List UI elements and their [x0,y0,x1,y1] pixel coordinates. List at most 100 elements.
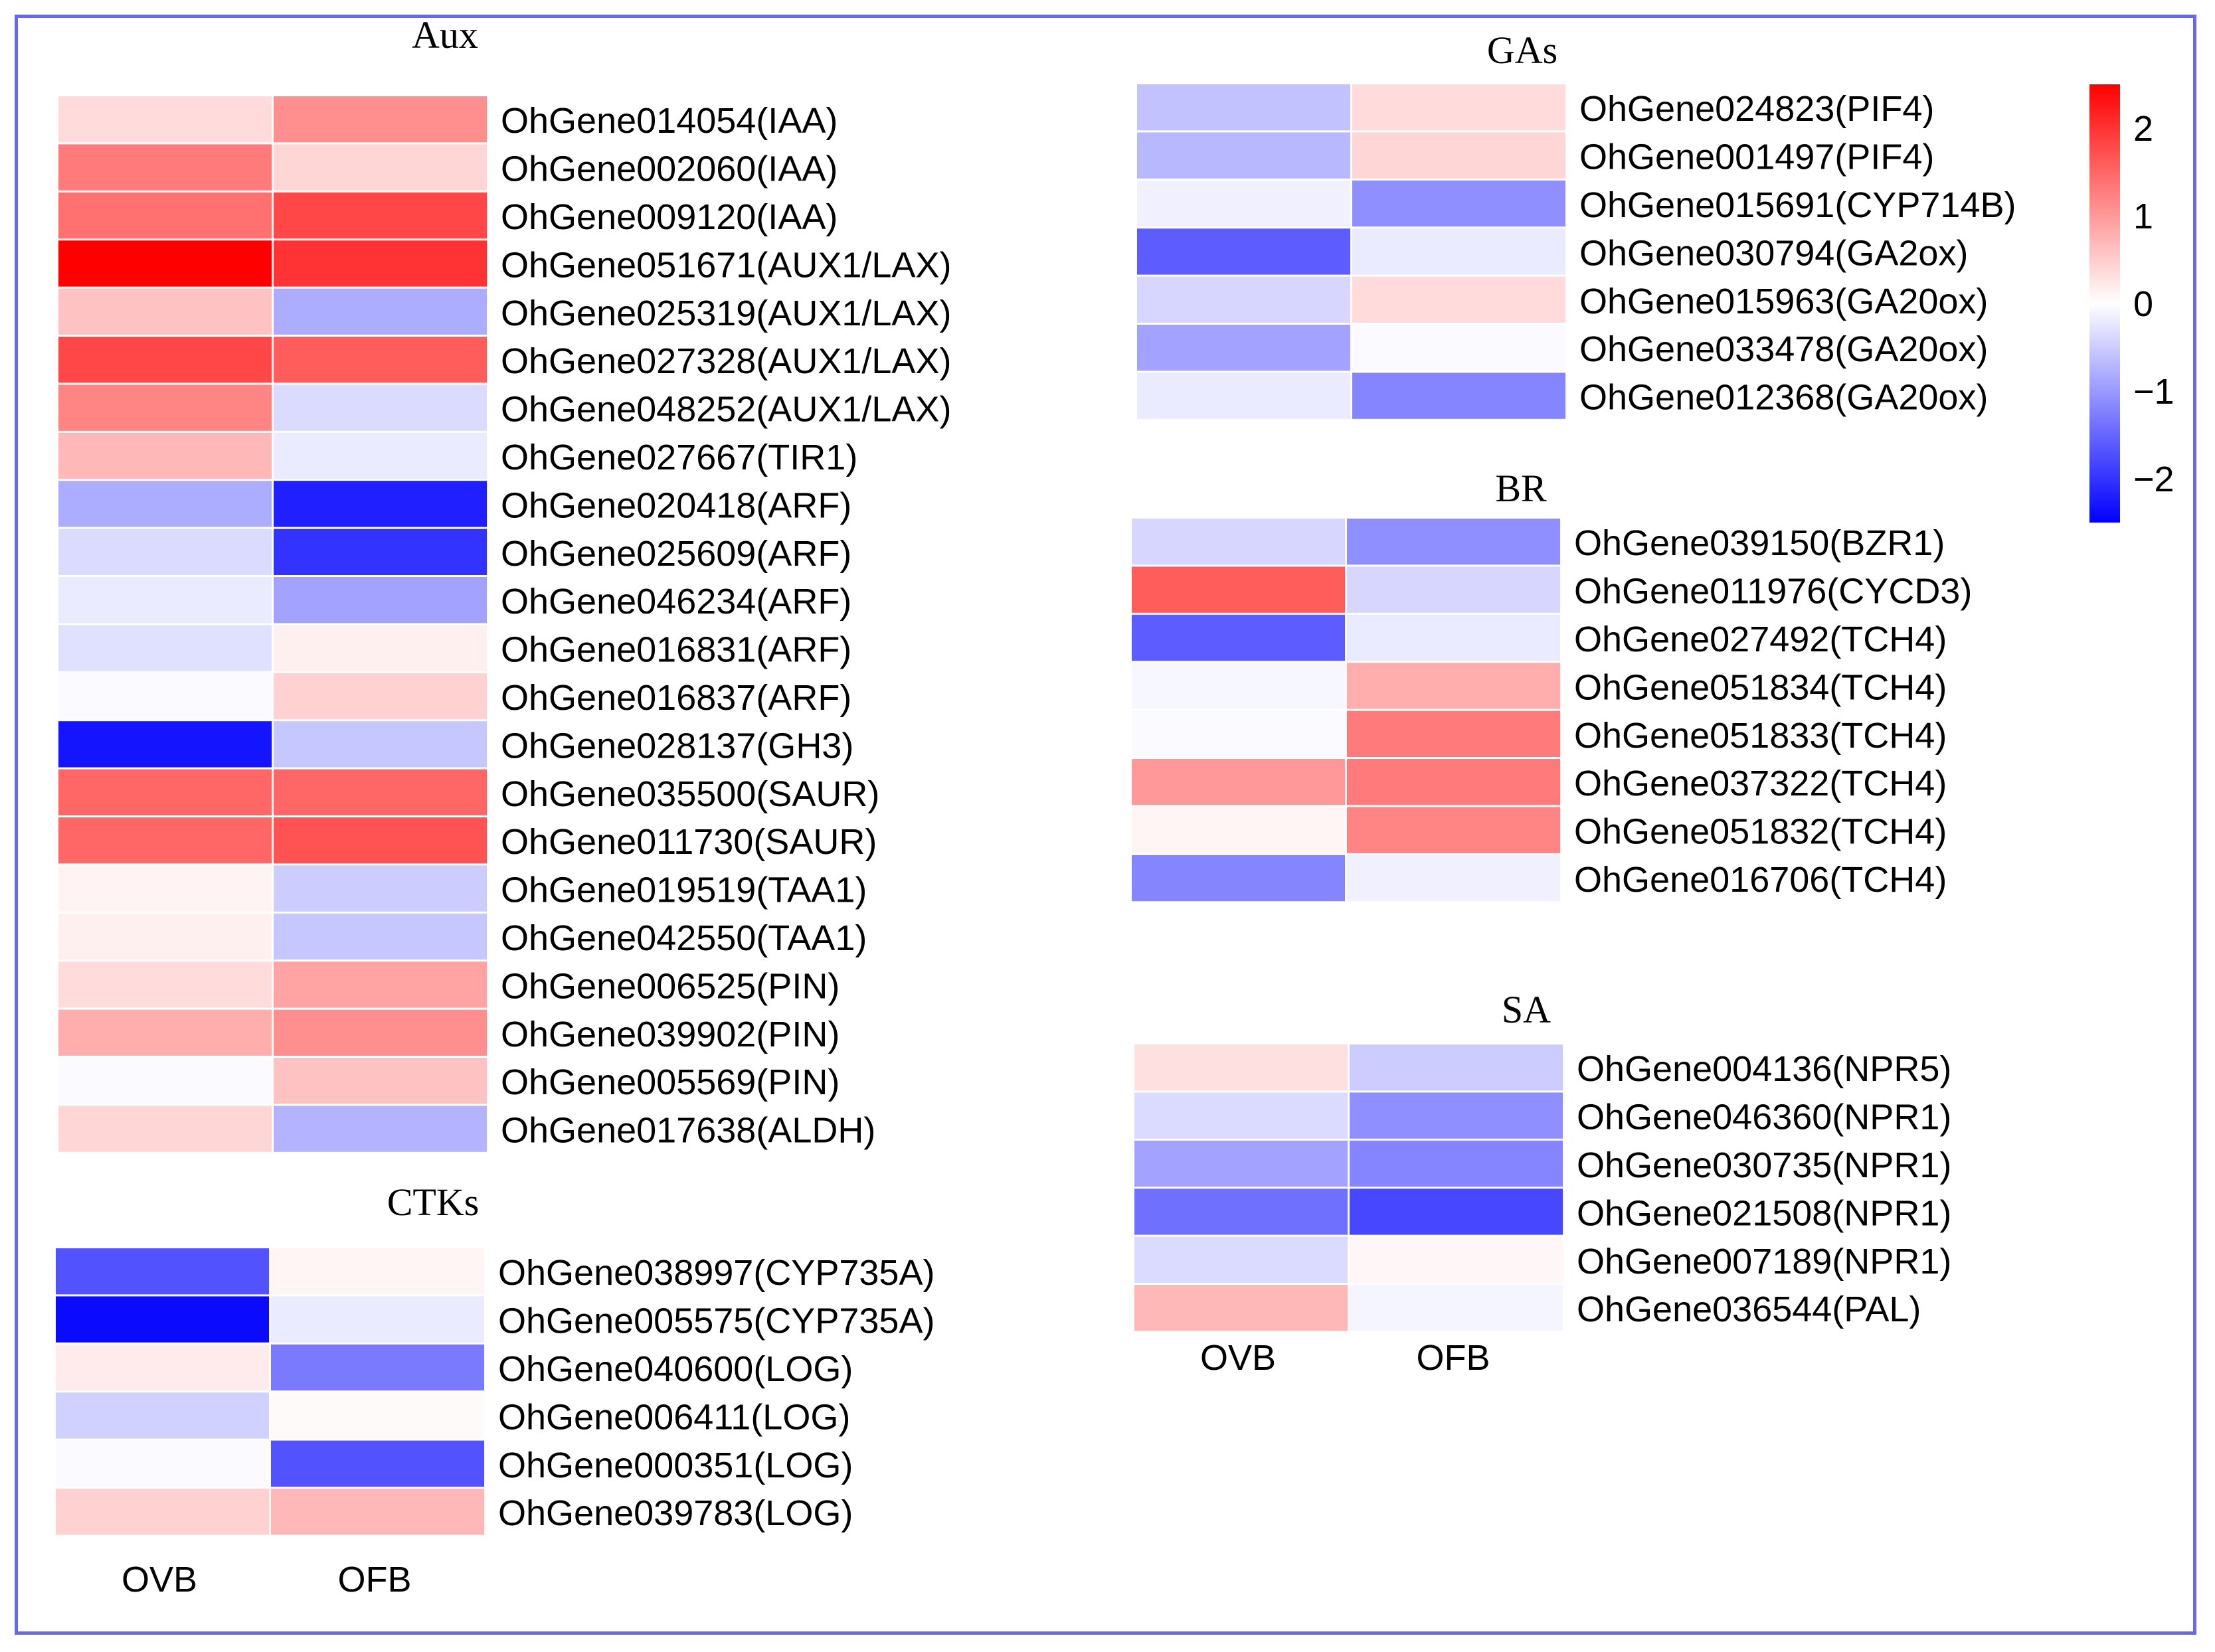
heatmap-cell [58,817,272,864]
heatmap-cell [274,913,487,960]
heatmap-cell [1350,1285,1563,1331]
heatmap-cell [58,432,272,479]
gene-label: OhGene017638(ALDH) [501,1111,875,1151]
heatmap-cell [1350,1189,1563,1235]
heatmap-cell [58,913,272,960]
heatmap-cell [271,1489,484,1535]
heatmap-cell [271,1248,484,1295]
colorbar: 210−1−2 [2089,84,2174,523]
heatmap-cell [274,769,487,815]
heatmap-cell [1352,84,1565,131]
gene-label: OhGene033478(GA20ox) [1579,329,1988,369]
heatmap-cell [274,240,487,287]
gene-label: OhGene020418(ARF) [501,485,851,525]
gene-label: OhGene016837(ARF) [501,678,851,718]
heatmap-cell [58,673,272,720]
gene-label: OhGene048252(AUX1/LAX) [501,390,951,430]
gene-label: OhGene015963(GA20ox) [1579,282,1988,321]
gene-label: OhGene030794(GA2ox) [1579,233,1968,273]
figure-frame [15,15,2196,1635]
gene-label: OhGene006411(LOG) [498,1397,850,1437]
heatmap-cell [271,1296,484,1343]
heatmap-cell [1137,132,1350,179]
gene-label: OhGene042550(TAA1) [501,918,867,958]
column-label-ofb: OFB [1416,1338,1490,1378]
gene-label: OhGene021508(NPR1) [1577,1193,1951,1233]
panel-sa: SA OhGene004136(NPR5) OhGene046360(NPR1) Oh… [1134,988,1951,1378]
column-label-ovb: OVB [1200,1338,1276,1378]
panel-title: SA [1502,988,1551,1031]
heatmap-cell [1350,1092,1563,1139]
gene-label: OhGene027328(AUX1/LAX) [501,341,951,381]
heatmap-cell [58,1106,272,1152]
gene-label: OhGene004136(NPR5) [1577,1049,1951,1089]
heatmap-cell [58,481,272,527]
gene-label: OhGene005575(CYP735A) [498,1301,934,1341]
panel-title: BR [1495,467,1547,510]
gene-label: OhGene046234(ARF) [501,582,851,621]
gene-label: OhGene027492(TCH4) [1574,620,1947,659]
heatmap-cell [1352,276,1565,323]
gene-label: OhGene051834(TCH4) [1574,667,1947,707]
heatmap-panels: AuxOhGene014054(IAA)OhGene002060(IAA)OhG… [56,13,2016,1600]
heatmap-cell [1347,663,1560,709]
colorbar-tick-label: −2 [2133,459,2174,499]
colorbar-tick-label: 1 [2133,197,2153,236]
heatmap-cell [1352,228,1565,275]
heatmap-cell [1352,372,1565,419]
gene-label: OhGene016831(ARF) [501,630,851,670]
heatmap-cell [1352,325,1565,371]
heatmap-cell [274,384,487,431]
heatmap-cell [58,625,272,671]
gene-label: OhGene039783(LOG) [498,1493,853,1533]
gene-label: OhGene019519(TAA1) [501,870,867,910]
gene-label: OhGene024823(PIF4) [1579,89,1934,129]
heatmap-cell [1137,325,1350,371]
heatmap-cell [58,961,272,1008]
gene-label: OhGene036544(PAL) [1577,1289,1921,1329]
gene-label: OhGene006525(PIN) [501,966,840,1006]
heatmap-cell [274,481,487,527]
heatmap-cell [274,1058,487,1104]
heatmap-cell [1132,759,1345,805]
heatmap-cell [58,384,272,431]
gene-label: OhGene046360(NPR1) [1577,1098,1951,1137]
heatmap-cell [274,865,487,912]
panel-br: BROhGene039150(BZR1)OhGene011976(CYCD3)O… [1132,467,1972,902]
column-label-ofb: OFB [337,1560,411,1600]
heatmap-cell [58,865,272,912]
heatmap-cell [56,1440,269,1487]
heatmap-cell [1134,1236,1348,1283]
heatmap-cell [58,1009,272,1056]
heatmap-cell [1134,1140,1348,1187]
heatmap-cell [1137,276,1350,323]
heatmap-cell [271,1392,484,1439]
heatmap-cell [274,1009,487,1056]
gene-label: OhGene012368(GA20ox) [1579,378,1988,418]
gene-label: OhGene011730(SAUR) [501,822,877,862]
heatmap-cell [56,1489,269,1535]
colorbar-tick-label: 2 [2133,109,2153,149]
heatmap-cell [1350,1236,1563,1283]
heatmap-cell [274,961,487,1008]
colorbar-gradient [2089,84,2120,523]
heatmap-cell [274,529,487,575]
panel-title: Aux [412,13,478,56]
heatmap-cell [58,240,272,287]
heatmap-cell [271,1440,484,1487]
gene-label: OhGene025609(ARF) [501,534,851,574]
heatmap-cell [274,96,487,143]
heatmap-cell [1137,228,1350,275]
gene-label: OhGene051833(TCH4) [1574,716,1947,756]
gene-label: OhGene038997(CYP735A) [498,1253,934,1293]
heatmap-cell [1134,1189,1348,1235]
heatmap-cell [1352,132,1565,179]
heatmap-cell [274,144,487,191]
heatmap-cell [1137,372,1350,419]
heatmap-cell [1347,614,1560,661]
heatmap-cell [58,577,272,623]
gene-label: OhGene037322(TCH4) [1574,764,1947,803]
panel-gas: GAsOhGene024823(PIF4)OhGene001497(PIF4)O… [1137,29,2016,419]
colorbar-tick-label: 0 [2133,284,2153,324]
heatmap-cell [1352,180,1565,227]
